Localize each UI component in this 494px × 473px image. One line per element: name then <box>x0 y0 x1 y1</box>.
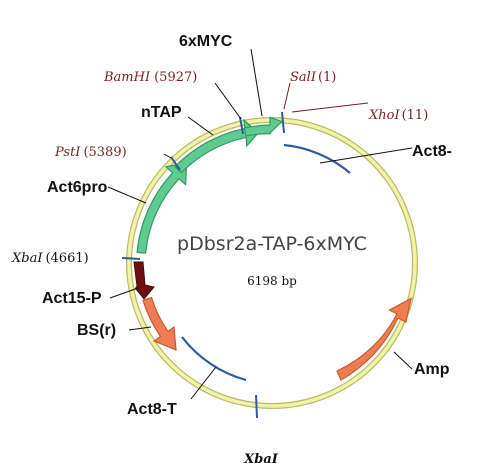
xhoi-site-label: XhoI(11) <box>368 108 428 123</box>
xhoi-leader <box>291 102 369 113</box>
act6pro-leader <box>107 186 147 204</box>
act15p-label: Act15-P <box>42 290 102 307</box>
backbone-circle-inner <box>127 118 417 408</box>
ntap-label: nTAP <box>141 104 182 121</box>
psti-tick <box>170 156 181 171</box>
sali-enzyme: SalI <box>290 70 317 85</box>
psti-leader <box>163 153 172 159</box>
bamhi-site-label: BamHI(5927) <box>103 70 197 85</box>
act15p-arrow <box>133 261 155 300</box>
six-myc-label: 6xMYC <box>179 33 233 50</box>
bamhi-tick <box>239 116 244 135</box>
bsr-leader <box>128 326 152 331</box>
bsr-label: BS(r) <box>77 322 116 339</box>
six-myc-arrow <box>243 116 284 137</box>
plasmid-size: 6198 bp <box>247 274 297 288</box>
sali-position: (1) <box>318 70 336 85</box>
ntap-leader <box>187 116 214 136</box>
act8-label: Act8- <box>412 143 452 160</box>
act8-inner-arc <box>283 143 351 174</box>
psti-position: (5389) <box>83 145 126 160</box>
bsr-arrow <box>142 296 177 351</box>
act8t-leader <box>190 366 217 400</box>
act8t-inner-arc <box>181 336 247 382</box>
plasmid-name: pDbsr2a-TAP-6xMYC <box>177 233 367 255</box>
xhoi-enzyme: XhoI <box>368 108 400 123</box>
psti-site-label: PstI(5389) <box>54 145 127 160</box>
sali-leader <box>283 82 291 110</box>
xhoi-position: (11) <box>402 108 429 123</box>
amp-label: Amp <box>414 361 450 378</box>
psti-enzyme: PstI <box>54 145 81 160</box>
act15p-leader <box>109 287 139 299</box>
bamhi-position: (5927) <box>154 70 197 85</box>
xbai-a-tick <box>121 257 141 260</box>
amp-leader <box>393 351 413 370</box>
act8t-label: Act8-T <box>127 401 177 418</box>
sali-site-label: SalI(1) <box>290 70 336 85</box>
amp-arrow <box>336 297 412 381</box>
xbai-a-enzyme: XbaI <box>11 251 43 266</box>
act8-leader <box>319 147 413 164</box>
bamhi-enzyme: BamHI <box>103 70 151 85</box>
xbai-b-site-label: XbaI <box>243 452 279 467</box>
six-myc-leader <box>250 48 263 117</box>
act6pro-label: Act6pro <box>47 179 108 196</box>
bamhi-leader <box>214 82 242 120</box>
sali-tick <box>281 111 285 134</box>
xbai-a-position: (4661) <box>45 251 88 266</box>
xbai-a-site-label: XbaI(4661) <box>11 251 89 266</box>
xbai-b-tick <box>255 394 258 419</box>
